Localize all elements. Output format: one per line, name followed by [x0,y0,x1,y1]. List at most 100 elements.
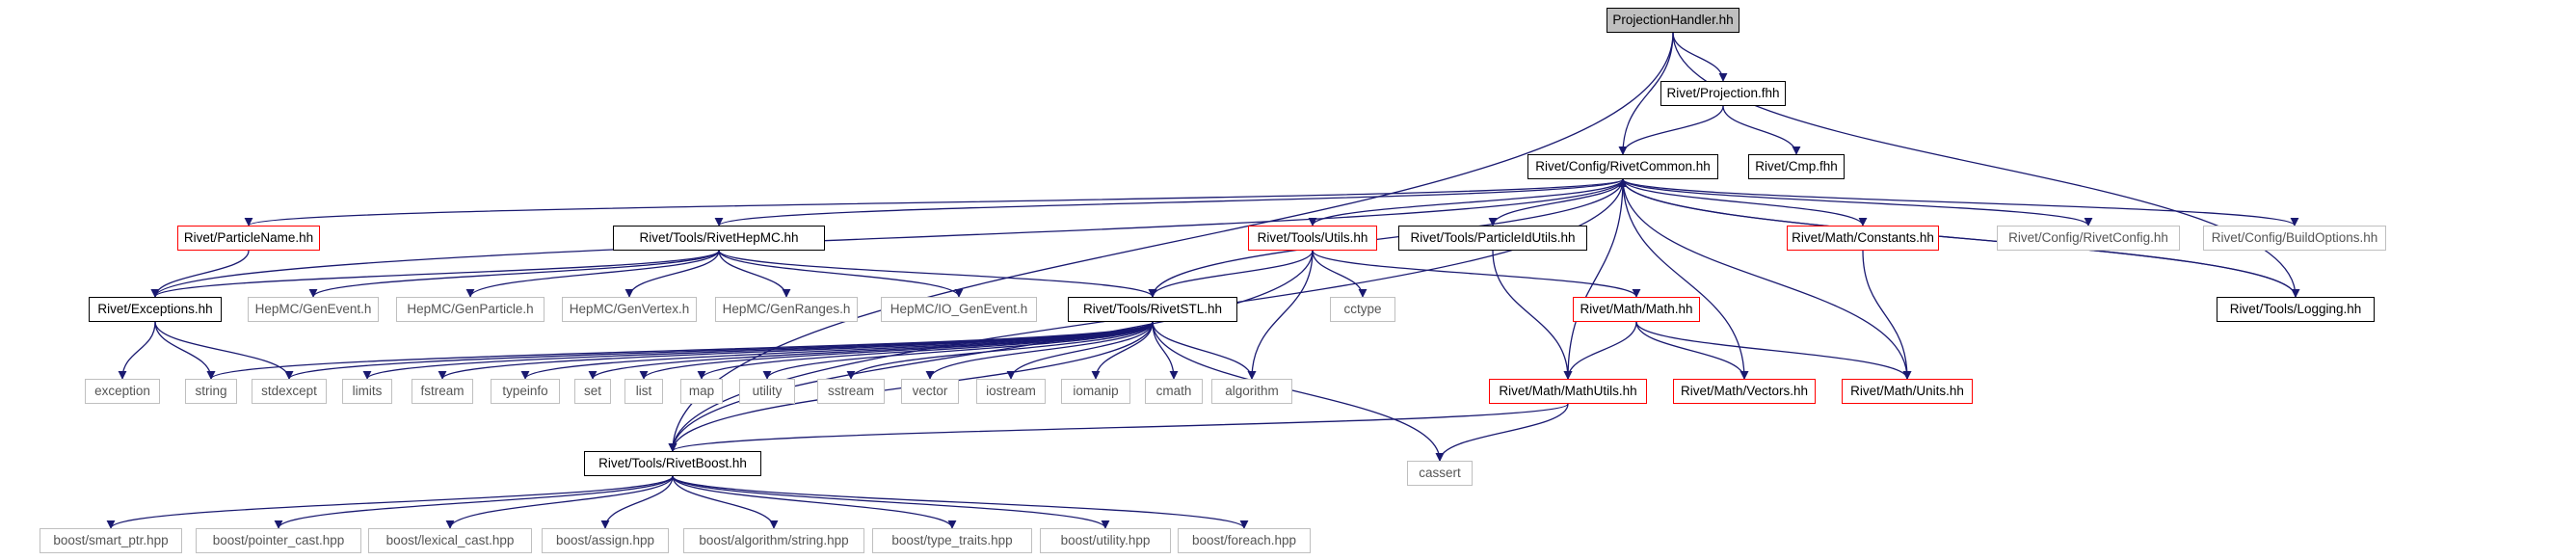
edge-utils-to-algorithm [1247,250,1314,380]
edge-utils-to-cctype [1312,250,1368,298]
edge-stl-to-algorithm [1152,321,1257,380]
node-rivet-exceptions-hh[interactable]: Rivet/Exceptions.hh [89,297,222,322]
edge-root-to-proj_fhh [1672,32,1728,82]
include-edges [106,32,2300,529]
edge-stl-to-list [639,321,1154,380]
node-fstream: fstream [412,379,473,404]
node-boost-type-traits-hpp: boost/type_traits.hpp [872,528,1032,553]
node-rivet-math-vectors-hh[interactable]: Rivet/Math/Vectors.hh [1673,379,1816,404]
node-rivet-math-math-hh[interactable]: Rivet/Math/Math.hh [1573,297,1700,322]
node-boost-assign-hpp: boost/assign.hpp [542,528,669,553]
node-hepmc-genvertex-h: HepMC/GenVertex.h [562,297,697,322]
node-rivet-tools-rivethepmc-hh[interactable]: Rivet/Tools/RivetHepMC.hh [613,226,825,251]
node-boost-pointer-cast-hpp: boost/pointer_cast.hpp [196,528,361,553]
edge-common-to-hepmc [714,178,1624,227]
node-rivet-math-units-hh[interactable]: Rivet/Math/Units.hh [1842,379,1973,404]
node-boost-foreach-hpp: boost/foreach.hpp [1178,528,1311,553]
edge-root-to-common [1618,32,1674,155]
edge-common-to-buildopts [1622,178,2299,227]
node-vector: vector [901,379,959,404]
node-utility: utility [739,379,795,404]
node-boost-lexical-cast-hpp: boost/lexical_cast.hpp [368,528,532,553]
node-algorithm: algorithm [1211,379,1292,404]
edge-mathhh-to-mathutils [1563,321,1637,380]
node-rivet-config-rivetconfig-hh: Rivet/Config/RivetConfig.hh [1997,226,2180,251]
edge-utils-to-mathhh [1312,250,1641,298]
edge-stl-to-cassert [1152,321,1445,462]
edge-mathhh-to-units [1635,321,1912,380]
node-stdexcept: stdexcept [252,379,327,404]
node-hepmc-genparticle-h: HepMC/GenParticle.h [396,297,544,322]
edge-boost-to-b_pcast [274,475,674,529]
edge-hepmc-to-stl [718,250,1157,298]
node-rivet-math-mathutils-hh[interactable]: Rivet/Math/MathUtils.hh [1489,379,1647,404]
node-iostream: iostream [976,379,1046,404]
node-rivet-tools-rivetboost-hh[interactable]: Rivet/Tools/RivetBoost.hh [584,451,761,476]
node-projection-handler-hh: ProjectionHandler.hh [1607,8,1739,33]
edge-stl-to-iomanip [1091,321,1154,380]
edge-common-to-pname [244,178,1624,227]
node-rivet-particlename-hh[interactable]: Rivet/ParticleName.hh [177,226,320,251]
edge-constants-to-units [1862,250,1912,380]
node-set: set [574,379,611,404]
node-string: string [185,379,237,404]
node-rivet-tools-logging-hh[interactable]: Rivet/Tools/Logging.hh [2217,297,2375,322]
edge-common-to-vectors [1622,178,1749,380]
edge-common-to-units [1622,178,1912,380]
edge-stl-to-fstream [438,321,1154,380]
edge-stl-to-utility [762,321,1154,380]
node-rivet-tools-utils-hh[interactable]: Rivet/Tools/Utils.hh [1248,226,1377,251]
edge-boost-to-b_smart [106,475,674,529]
node-typeinfo: typeinfo [491,379,560,404]
node-hepmc-io-genevent-h: HepMC/IO_GenEvent.h [881,297,1037,322]
edge-mathutils-to-cassert [1435,403,1569,462]
edge-exceptions-to-exception [118,321,156,380]
edge-common-to-exceptions [150,178,1624,298]
edge-stl-to-map [697,321,1154,380]
edge-boost-to-b_foreach [672,475,1249,529]
node-rivet-tools-particleidutils-hh[interactable]: Rivet/Tools/ParticleIdUtils.hh [1398,226,1587,251]
edge-root-to-boost [668,32,1674,452]
node-rivet-tools-rivetstl-hh[interactable]: Rivet/Tools/RivetSTL.hh [1068,297,1237,322]
edge-boost-to-b_algstr [672,475,779,529]
node-limits: limits [342,379,392,404]
edge-stl-to-iostream [1006,321,1154,380]
node-boost-smart-ptr-hpp: boost/smart_ptr.hpp [40,528,182,553]
edge-hepmc-to-genevent [308,250,720,298]
node-cctype: cctype [1330,297,1395,322]
edge-proj_fhh-to-cmp_fhh [1722,105,1801,155]
edge-boost-to-b_utility [672,475,1110,529]
edge-mathhh-to-vectors [1635,321,1749,380]
edge-boost-to-b_traits [672,475,957,529]
edge-common-to-mathutils [1563,178,1624,380]
edge-pidutils-to-mathutils [1492,250,1573,380]
edge-logging-to-common [1618,178,2297,298]
edge-common-to-pidutils [1488,178,1624,227]
edge-hepmc-to-genparticle [465,250,720,298]
edge-common-to-utils [1308,178,1624,227]
edge-common-to-rivetconfig [1622,178,2093,227]
edge-boost-to-b_lcast [445,475,674,529]
node-rivet-projection-fhh[interactable]: Rivet/Projection.fhh [1660,81,1786,106]
edge-stl-to-vector [925,321,1154,380]
node-sstream: sstream [817,379,885,404]
node-hepmc-genevent-h: HepMC/GenEvent.h [248,297,379,322]
node-rivet-config-buildoptions-hh: Rivet/Config/BuildOptions.hh [2203,226,2386,251]
node-rivet-config-rivetcommon-hh[interactable]: Rivet/Config/RivetCommon.hh [1527,154,1718,179]
edge-exceptions-to-string [154,321,216,380]
node-list: list [624,379,663,404]
node-hepmc-genranges-h: HepMC/GenRanges.h [715,297,858,322]
node-rivet-math-constants-hh[interactable]: Rivet/Math/Constants.hh [1787,226,1939,251]
node-boost-utility-hpp: boost/utility.hpp [1040,528,1171,553]
node-boost-algorithm-string-hpp: boost/algorithm/string.hpp [683,528,864,553]
node-rivet-cmp-fhh[interactable]: Rivet/Cmp.fhh [1748,154,1845,179]
edge-exceptions-to-stdexcept [154,321,294,380]
edge-hepmc-to-genvertex [624,250,720,298]
edge-boost-to-b_assign [600,475,674,529]
node-cassert: cassert [1407,461,1473,486]
edge-utils-to-stl [1148,250,1314,298]
edge-proj_fhh-to-common [1618,105,1724,155]
node-cmath: cmath [1145,379,1203,404]
node-exception: exception [85,379,160,404]
